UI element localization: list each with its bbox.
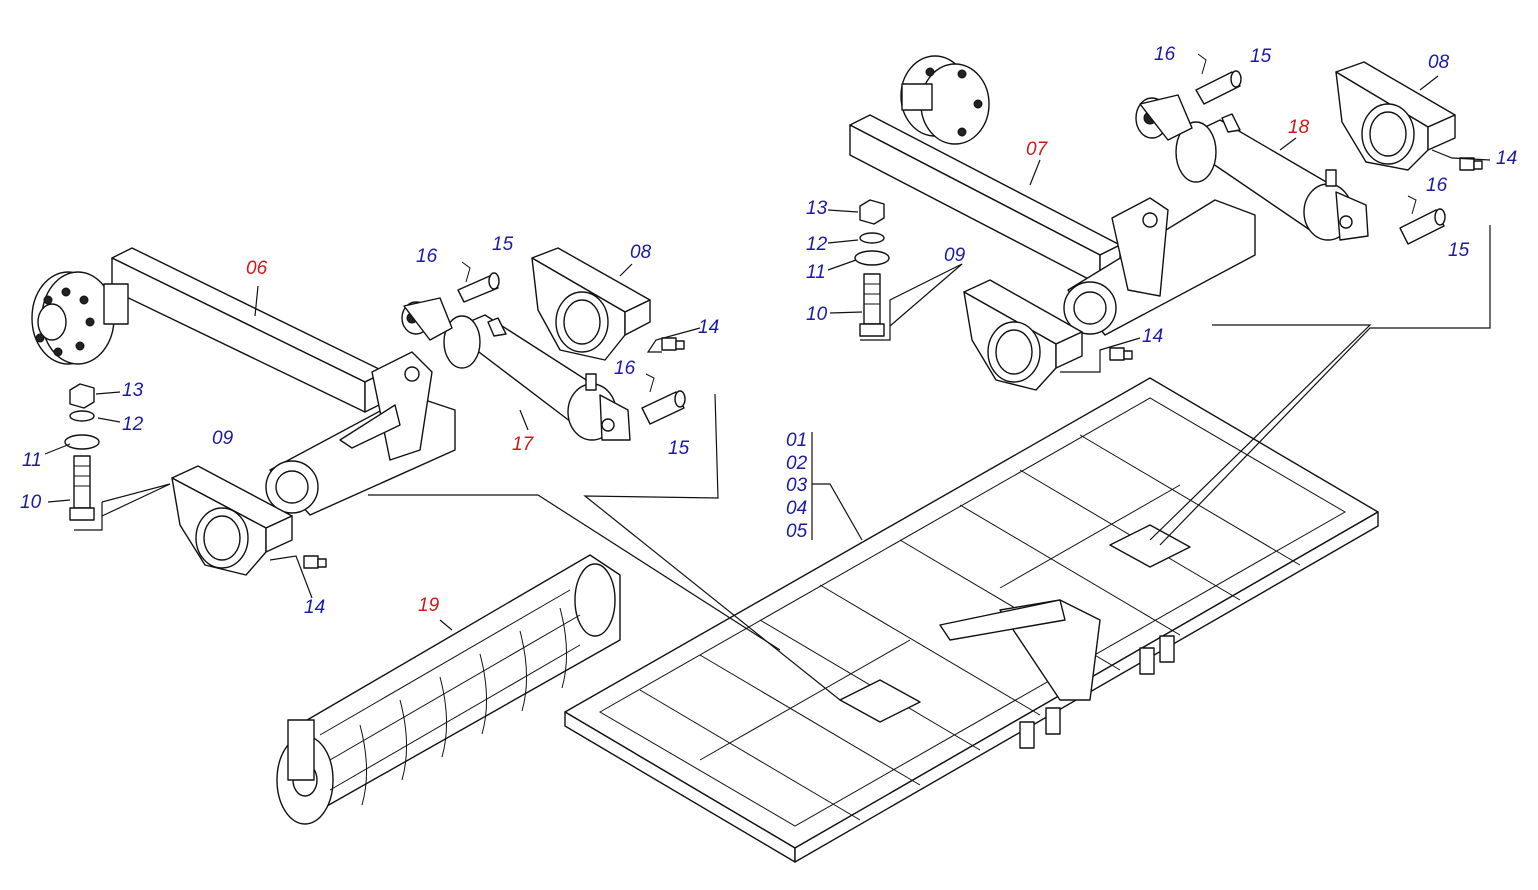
frame-hitch-lugs <box>1019 635 1175 749</box>
hydraulic-cylinder-18 <box>1135 94 1369 241</box>
fittings-right <box>1109 53 1483 361</box>
label-frame-05: 05 <box>786 521 808 542</box>
main-frame <box>564 377 1379 863</box>
bearing-bracket-08-left <box>531 247 651 361</box>
bearing-bracket-08-right <box>1335 61 1456 171</box>
leader-lines <box>44 75 1491 701</box>
label-15-d: 15 <box>1448 240 1470 261</box>
axle-beam-07 <box>849 114 1121 286</box>
label-15-c: 15 <box>1250 46 1272 67</box>
label-16-b: 16 <box>614 358 636 379</box>
label-09-left: 09 <box>212 428 234 449</box>
label-09-right: 09 <box>944 245 966 266</box>
label-15-a: 15 <box>492 234 514 255</box>
label-15-b: 15 <box>668 438 690 459</box>
label-07: 07 <box>1026 139 1049 160</box>
label-14-d: 14 <box>1142 326 1163 347</box>
label-18: 18 <box>1288 117 1310 138</box>
axle-assembly-right <box>849 53 1483 391</box>
label-14-a: 14 <box>698 317 719 338</box>
pivot-tube-left <box>265 351 456 516</box>
label-12-right: 12 <box>806 234 828 255</box>
label-06: 06 <box>246 258 268 279</box>
label-12-left: 12 <box>122 414 144 435</box>
label-08-right: 08 <box>1428 52 1450 73</box>
bolt-set-left <box>64 383 100 521</box>
bearing-bracket-09-right <box>963 279 1083 391</box>
label-frame-03: 03 <box>786 475 808 496</box>
label-frame-04: 04 <box>786 498 807 519</box>
label-11-left: 11 <box>22 450 42 471</box>
label-13-right: 13 <box>806 198 828 219</box>
bolt-set-right <box>854 199 890 337</box>
label-11-right: 11 <box>806 262 826 283</box>
axle-assembly-left <box>31 247 686 576</box>
label-16-c: 16 <box>1154 44 1176 65</box>
label-19: 19 <box>418 595 440 616</box>
label-08-left: 08 <box>630 242 652 263</box>
label-13-left: 13 <box>122 380 144 401</box>
label-frame-02: 02 <box>786 453 808 474</box>
part-labels: 06 07 17 18 19 08 08 09 09 10 10 11 11 1… <box>20 44 1517 618</box>
hydraulic-cylinder-17 <box>401 297 631 441</box>
label-14-c: 14 <box>1496 148 1517 169</box>
label-10-left: 10 <box>20 492 42 513</box>
packer-roller-19 <box>276 554 621 825</box>
label-14-b: 14 <box>304 597 325 618</box>
label-17: 17 <box>512 434 535 455</box>
label-16-d: 16 <box>1426 175 1448 196</box>
wheel-hub-right <box>900 55 990 145</box>
label-10-right: 10 <box>806 304 828 325</box>
pivot-tube-right <box>1063 197 1256 336</box>
label-16-a: 16 <box>416 246 438 267</box>
fittings-left <box>303 261 686 569</box>
label-frame-01: 01 <box>786 430 807 451</box>
wheel-hub-left <box>31 271 129 365</box>
bearing-bracket-09-left <box>171 465 293 576</box>
